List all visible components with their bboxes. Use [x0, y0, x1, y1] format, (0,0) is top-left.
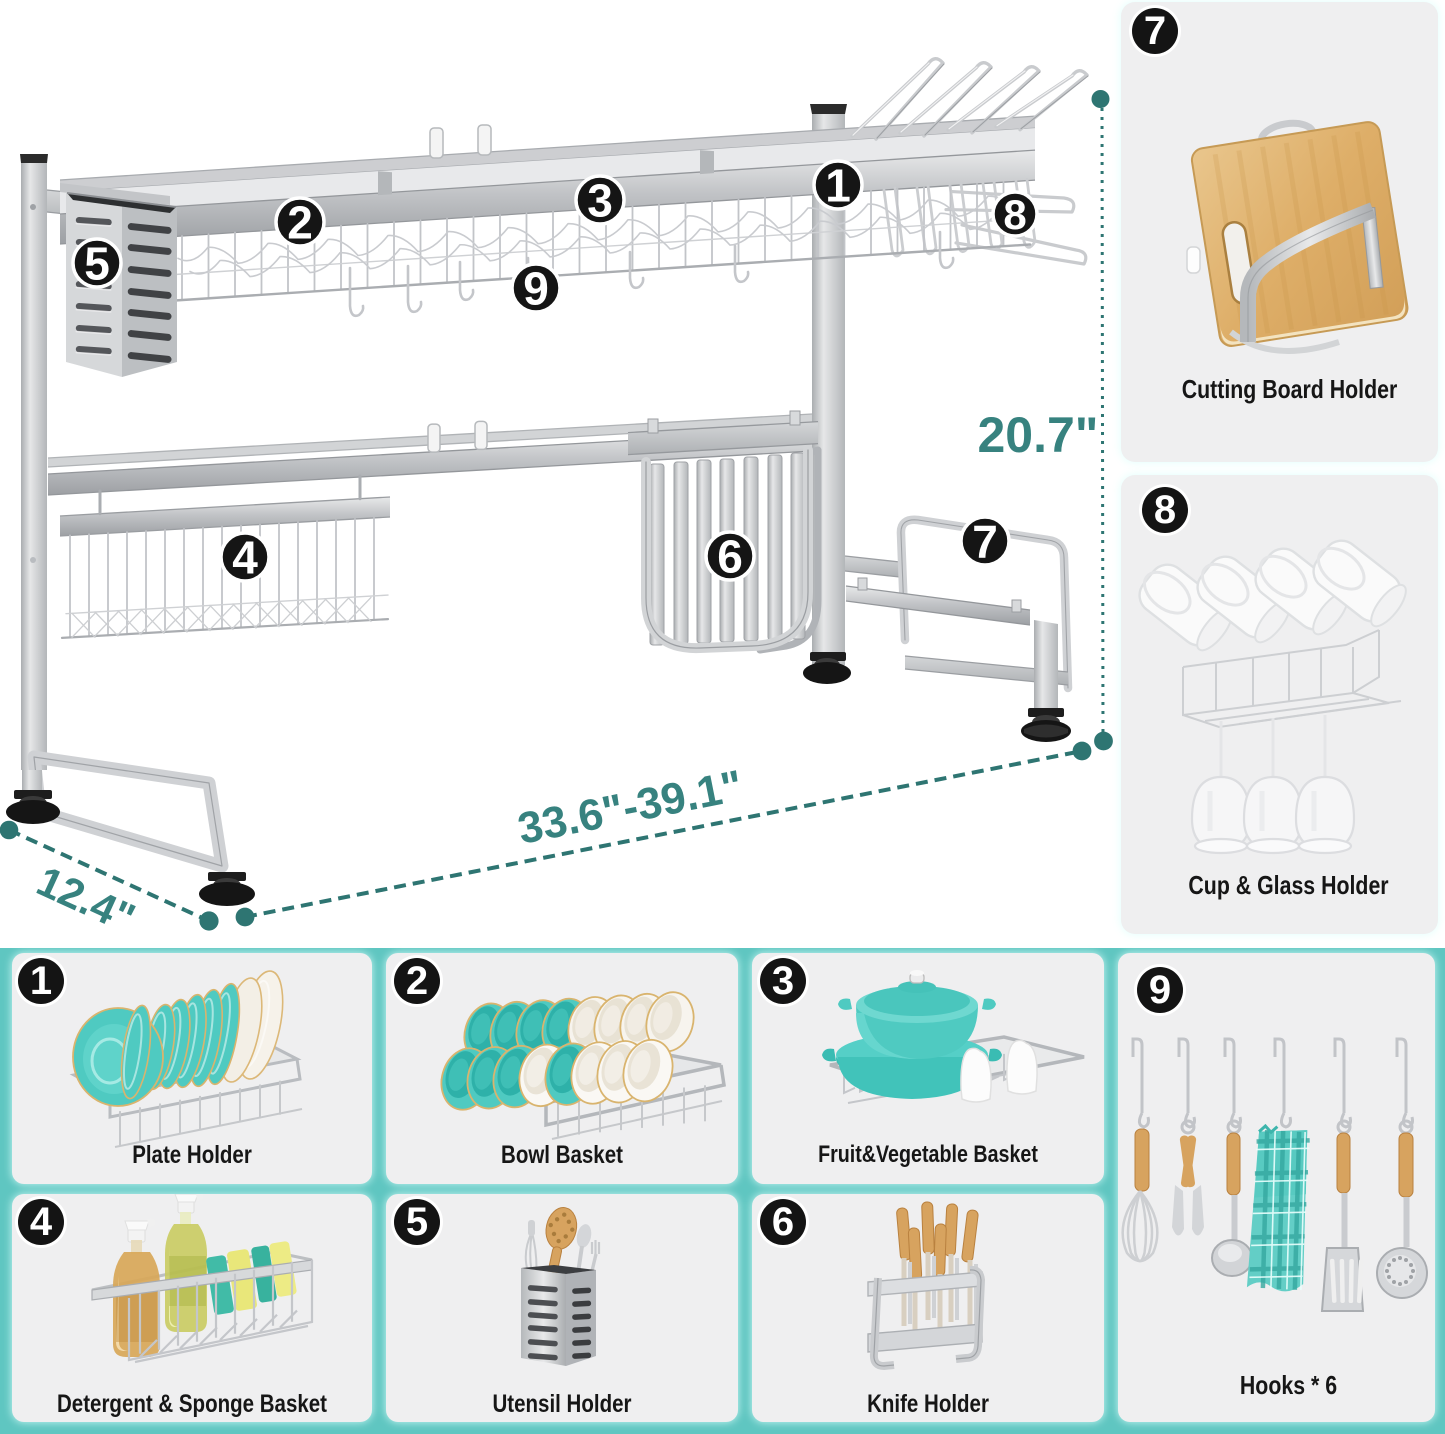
- svg-text:1: 1: [825, 160, 851, 212]
- svg-text:6: 6: [717, 531, 743, 583]
- svg-text:33.6"-39.1": 33.6"-39.1": [514, 761, 747, 854]
- svg-text:8: 8: [1003, 191, 1026, 238]
- svg-text:12.4": 12.4": [30, 857, 142, 942]
- svg-text:5: 5: [84, 238, 110, 290]
- svg-text:7: 7: [972, 516, 998, 568]
- svg-text:2: 2: [287, 197, 313, 249]
- svg-text:3: 3: [587, 175, 613, 227]
- svg-text:20.7": 20.7": [977, 407, 1098, 463]
- svg-text:9: 9: [523, 263, 549, 315]
- svg-text:4: 4: [232, 532, 258, 584]
